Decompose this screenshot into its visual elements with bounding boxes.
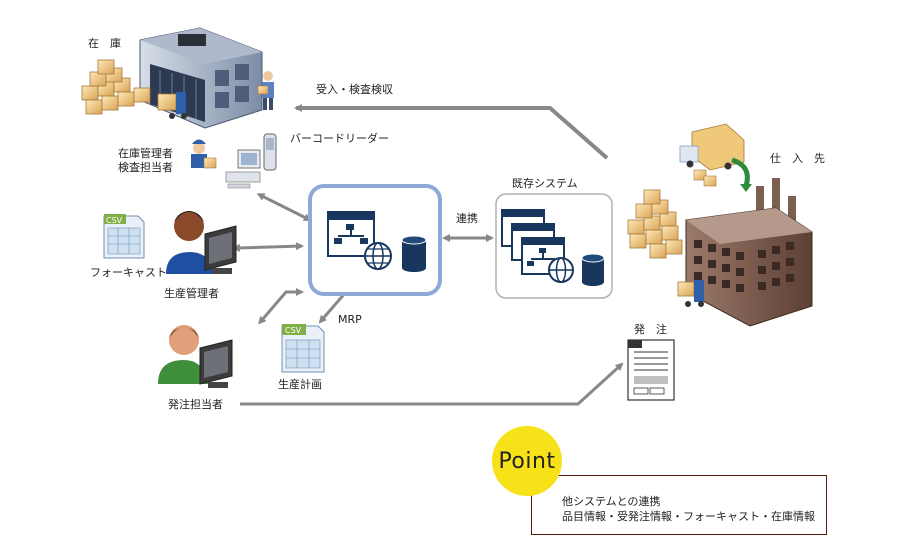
production-manager-label: 生産管理者	[164, 287, 219, 300]
delivery-truck-icon	[679, 123, 752, 192]
forecast-label: フォーキャスト	[90, 266, 167, 279]
order-document-icon	[627, 339, 675, 401]
warehouse-boxes-icon	[81, 59, 151, 115]
order-person-system-arrow	[258, 288, 304, 325]
existing-globe-icon	[548, 257, 574, 283]
inventory-manager-label-line2: 検査担当者	[118, 161, 173, 174]
worker-icon	[257, 71, 274, 110]
existing-database-icon	[581, 253, 605, 286]
system-diagram-icon	[327, 211, 375, 257]
existing-system-label: 既存システム	[512, 177, 578, 190]
inventory-manager-icon	[191, 139, 217, 169]
mrp-arrow	[318, 291, 348, 324]
production-plan-label: 生産計画	[278, 378, 322, 391]
production-plan-csv-tag: CSV	[285, 326, 302, 335]
forecast-csv-icon	[103, 214, 145, 259]
forklift-icon	[157, 92, 187, 119]
production-system-arrow	[232, 242, 304, 252]
computer-icon	[225, 149, 261, 189]
point-line1: 他システムとの連携	[562, 495, 661, 508]
receiving-arrow	[294, 104, 609, 160]
point-badge: Point	[492, 426, 562, 496]
link-label: 連携	[456, 212, 478, 225]
barcode-reader-icon	[263, 133, 277, 171]
mrp-label: MRP	[338, 313, 362, 326]
order-person-monitor-icon	[199, 339, 233, 388]
receiving-label: 受入・検査検収	[316, 83, 393, 96]
warehouse-illustration	[139, 27, 263, 129]
barcode-reader-label: バーコードリーダー	[290, 132, 389, 145]
production-manager-icon	[166, 211, 214, 274]
point-box	[531, 475, 827, 535]
order-arrow	[240, 362, 624, 406]
order-person-label: 発注担当者	[168, 398, 223, 411]
inventory-manager-label-line1: 在庫管理者	[118, 147, 173, 160]
supplier-forklift-icon	[677, 280, 704, 307]
production-plan-csv-icon	[281, 324, 325, 373]
point-line2: 品目情報・受発注情報・フォーキャスト・在庫情報	[562, 510, 815, 523]
supplier-boxes-icon	[627, 189, 683, 259]
supplier-label: 仕 入 先	[770, 152, 825, 165]
database-icon	[401, 235, 427, 272]
order-label: 発 注	[634, 323, 667, 336]
production-manager-monitor-icon	[204, 225, 237, 274]
supplier-factory-illustration	[685, 178, 813, 327]
globe-icon	[364, 242, 392, 270]
warehouse-label: 在 庫	[88, 37, 121, 50]
barcode-system-arrow	[256, 193, 312, 222]
forecast-csv-tag: CSV	[106, 216, 123, 225]
order-person-icon	[158, 325, 208, 384]
